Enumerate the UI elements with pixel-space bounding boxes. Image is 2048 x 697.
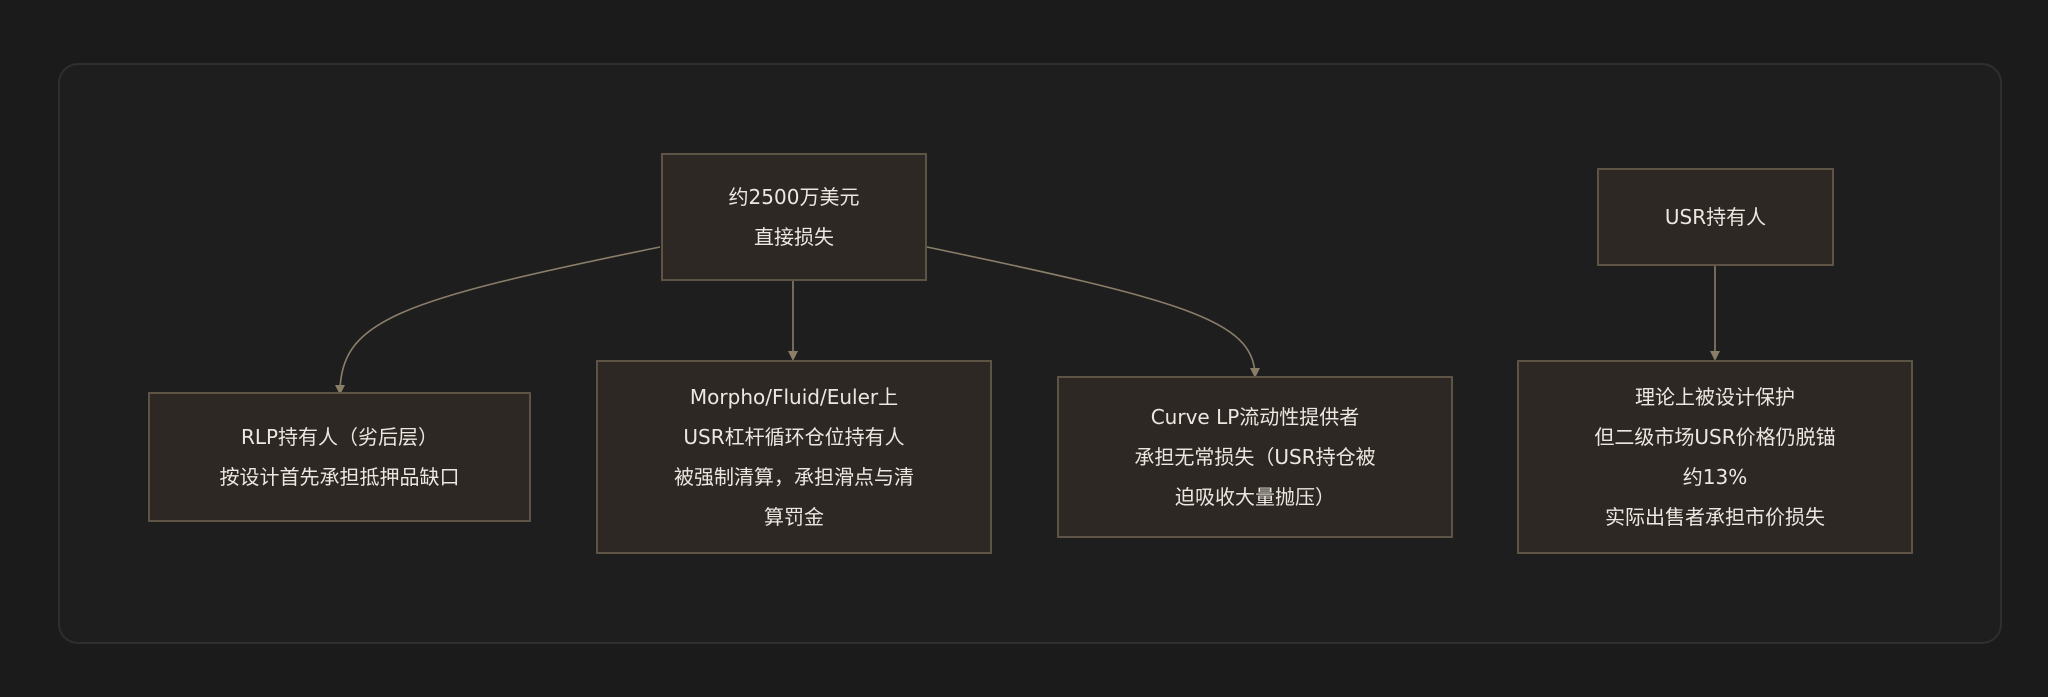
node-usr-outcome: 理论上被设计保护 但二级市场USR价格仍脱锚 约13% 实际出售者承担市价损失 (1517, 360, 1913, 554)
node-leverage-holders: Morpho/Fluid/Euler上 USR杠杆循环仓位持有人 被强制清算，承… (596, 360, 992, 554)
node-rlp-holders: RLP持有人（劣后层） 按设计首先承担抵押品缺口 (148, 392, 531, 522)
node-curve-lp-line-2: 承担无常损失（USR持仓被 (1134, 445, 1376, 469)
node-rlp-holders-line-2: 按设计首先承担抵押品缺口 (219, 465, 460, 489)
node-curve-lp: Curve LP流动性提供者 承担无常损失（USR持仓被 迫吸收大量抛压） (1057, 376, 1453, 538)
node-usr-outcome-line-4: 实际出售者承担市价损失 (1605, 505, 1825, 529)
node-leverage-holders-line-2: USR杠杆循环仓位持有人 (683, 425, 905, 449)
node-curve-lp-line-3: 迫吸收大量抛压） (1175, 485, 1335, 509)
node-curve-lp-line-1: Curve LP流动性提供者 (1150, 405, 1360, 429)
diagram-panel (58, 63, 2002, 644)
node-usr-outcome-line-3: 约13% (1682, 465, 1748, 489)
node-usr-outcome-line-1: 理论上被设计保护 (1635, 385, 1795, 409)
node-direct-loss-line-1: 约2500万美元 (728, 185, 860, 209)
node-usr-outcome-line-2: 但二级市场USR价格仍脱锚 (1594, 425, 1836, 449)
node-leverage-holders-line-3: 被强制清算，承担滑点与清 (674, 465, 914, 489)
node-leverage-holders-line-1: Morpho/Fluid/Euler上 (689, 385, 899, 409)
node-usr-holders-line-1: USR持有人 (1664, 205, 1767, 229)
node-direct-loss-line-2: 直接损失 (754, 225, 834, 249)
node-usr-holders: USR持有人 (1597, 168, 1834, 266)
node-direct-loss: 约2500万美元 直接损失 (661, 153, 927, 281)
node-leverage-holders-line-4: 算罚金 (764, 505, 824, 529)
node-rlp-holders-line-1: RLP持有人（劣后层） (240, 425, 439, 449)
